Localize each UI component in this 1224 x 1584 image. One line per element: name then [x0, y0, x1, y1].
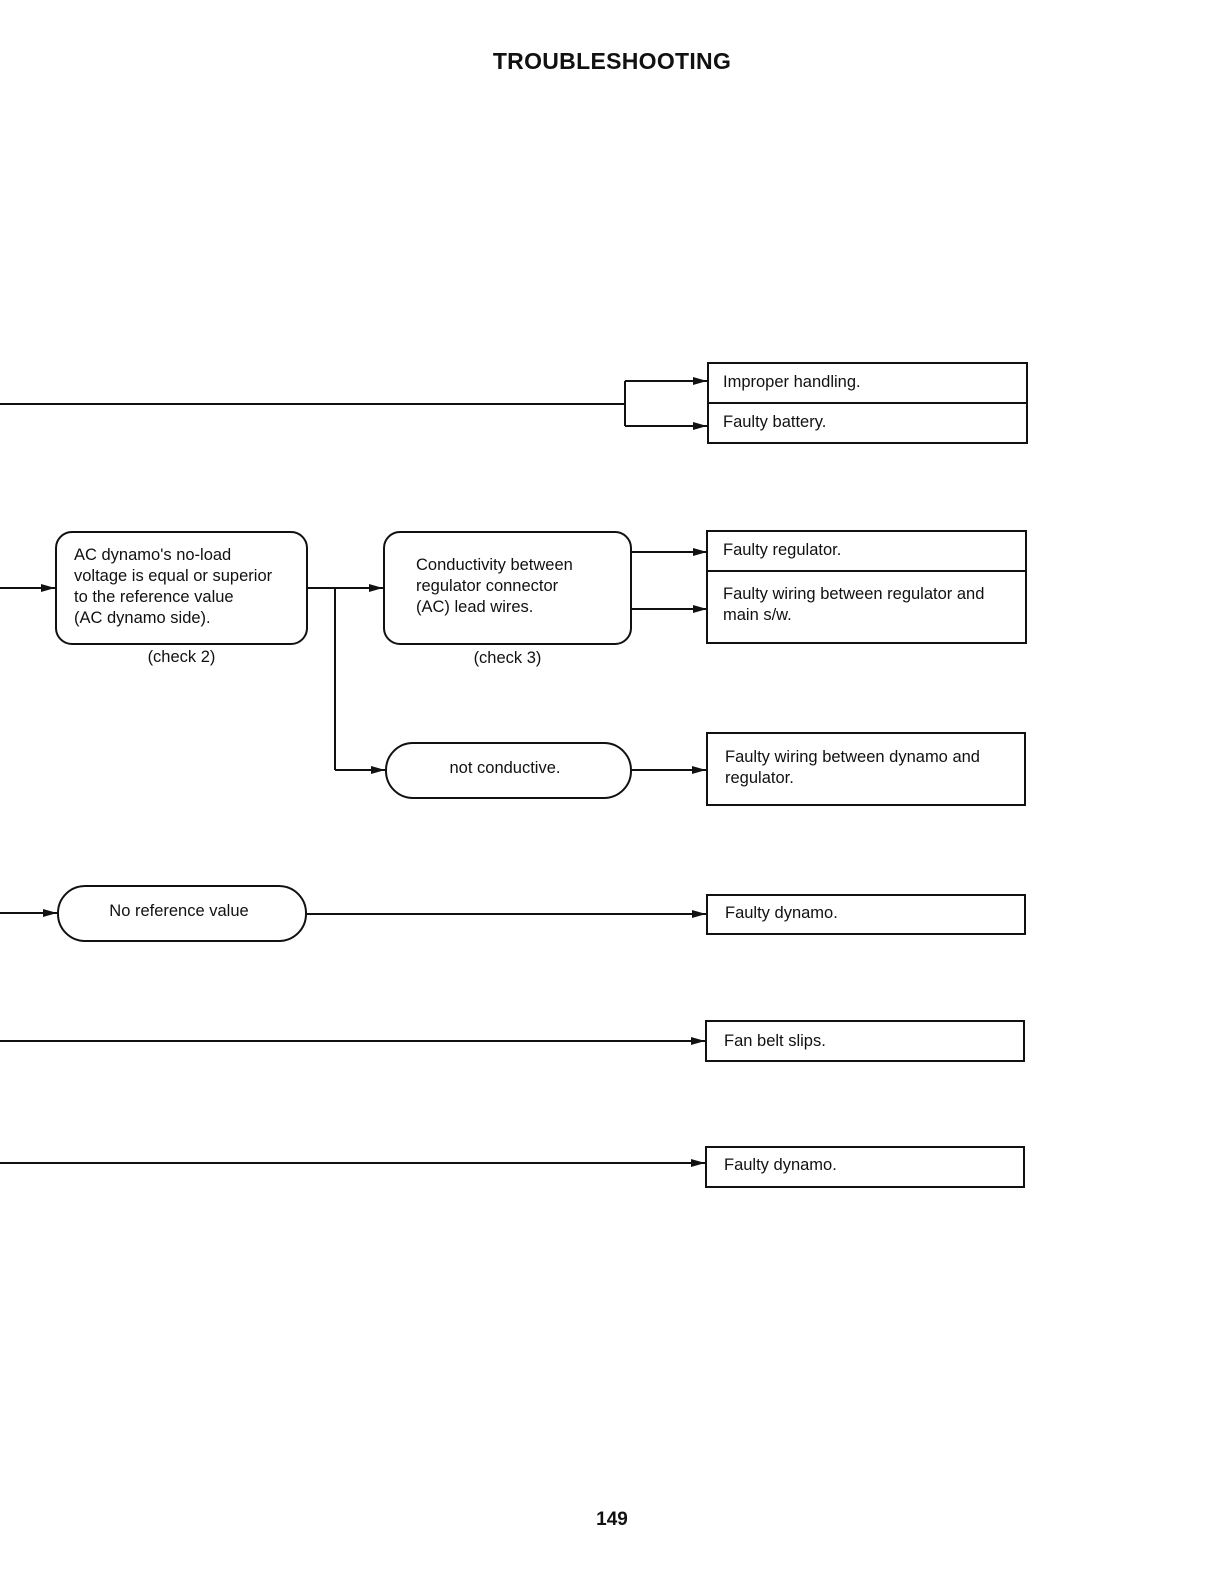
result-faulty-dynamo-2: Faulty dynamo.: [724, 1156, 837, 1174]
result-faulty-dynamo-1: Faulty dynamo.: [725, 904, 838, 922]
result-box-faulty-dynamo-2: [705, 1146, 1025, 1188]
check3-caption: (check 3): [473, 649, 542, 667]
check2-caption: (check 2): [147, 648, 216, 666]
result-faulty-regulator: Faulty regulator.: [723, 541, 842, 559]
check3-box: [383, 531, 632, 645]
check2-text: AC dynamo's no-load voltage is equal or …: [74, 546, 273, 627]
result-fan-belt-slips: Fan belt slips.: [724, 1032, 826, 1050]
result-improper-handling: Improper handling.: [723, 373, 861, 391]
result-faulty-wiring-main: Faulty wiring between regulator and main…: [723, 585, 985, 624]
result-box-faulty-dynamo-1: [706, 894, 1026, 935]
no-reference-text: No reference value: [109, 902, 249, 920]
result-box-faulty-battery: [707, 402, 1028, 444]
check3-text: Conductivity between regulator connector…: [416, 556, 573, 616]
result-box-fan-belt: [705, 1020, 1025, 1062]
page-number: 149: [596, 1509, 628, 1530]
result-faulty-battery: Faulty battery.: [723, 413, 827, 431]
not-conductive-text: not conductive.: [449, 759, 561, 777]
result-box-faulty-wiring-main: [706, 570, 1027, 644]
result-box-faulty-wiring-dynamo: [706, 732, 1026, 806]
result-faulty-wiring-dynamo: Faulty wiring between dynamo and regulat…: [725, 748, 980, 787]
page-title: TROUBLESHOOTING: [492, 48, 732, 74]
